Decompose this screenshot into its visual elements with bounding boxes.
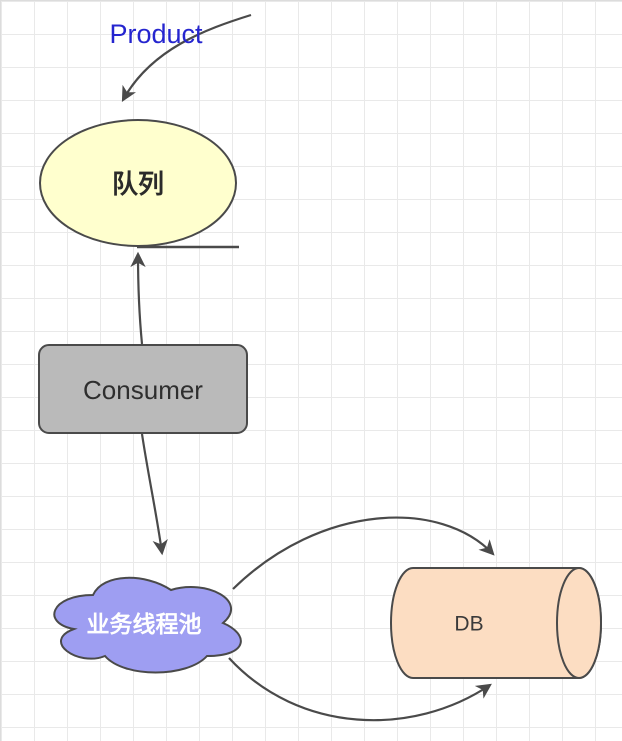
product-label: Product — [109, 19, 203, 49]
db-label: DB — [454, 613, 483, 636]
threadpool-cloud — [53, 576, 242, 674]
queue-label: 队列 — [112, 169, 164, 199]
threadpool-to-db-top-arrow — [232, 516, 495, 590]
consumer-rect — [38, 344, 248, 434]
consumer-label: Consumer — [83, 375, 203, 405]
consumer-to-threadpool-arrow — [140, 433, 168, 556]
db-cylinder-cap — [556, 567, 602, 679]
threadpool-label: 业务线程池 — [87, 611, 202, 637]
consumer-to-queue-arrow — [130, 251, 146, 345]
threadpool-to-db-bottom-arrow — [228, 657, 492, 722]
product-to-queue-arrow — [121, 13, 252, 103]
